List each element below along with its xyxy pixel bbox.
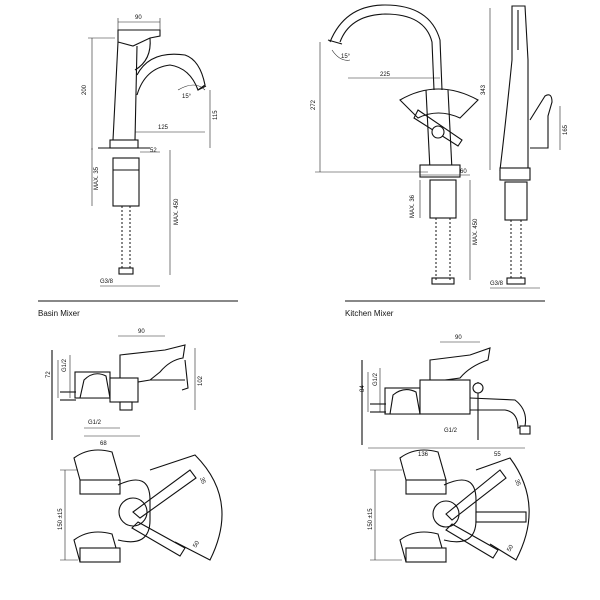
kitchen-dim-max36: MAX. 36 [410,194,416,218]
wall-right-d50: 50 [507,544,516,553]
wall-mixer-left-drawing [51,335,223,563]
wall-mixer-right-drawing [361,341,531,563]
kitchen-dim-angle: 15° [341,54,351,60]
kitchen-dim-165: 165 [563,124,569,135]
kitchen-dim-max450: MAX. 450 [473,218,479,245]
kitchen-dim-272: 272 [311,99,317,110]
basin-dim-115: 115 [213,110,219,120]
kitchen-mixer-front-drawing [315,4,479,285]
basin-mixer-drawing [88,18,211,287]
wall-left-dim-90: 90 [138,329,145,335]
wall-right-d35: 35 [513,479,521,488]
wall-right-d150: 150 ±15 [368,508,374,530]
basin-dim-52: 52 [150,148,157,154]
wall-right-d55: 55 [494,452,501,458]
kitchen-dim-343: 343 [481,84,487,95]
caption-basin-mixer: Basin Mixer [38,309,80,318]
wall-left-d102: 102 [198,375,204,386]
kitchen-thread: G3/8 [490,281,504,287]
wall-left-d68: 68 [100,441,107,447]
basin-thread: G3/8 [100,279,114,285]
wall-right-dim-90: 90 [455,335,462,341]
kitchen-dim-225: 225 [380,72,391,78]
wall-left-g12a: G1/2 [62,358,68,372]
wall-left-g12b: G1/2 [88,420,102,426]
kitchen-mixer-side-drawing [489,5,561,289]
wall-left-d150: 150 ±15 [58,508,64,530]
basin-dim-125: 125 [158,125,169,131]
wall-right-dim-84: 84 [360,385,366,392]
basin-dim-max35: MAX. 35 [94,166,100,190]
wall-right-g12b: G1/2 [444,428,458,434]
basin-dim-max450: MAX. 450 [174,198,180,225]
wall-left-d35: 35 [198,477,206,486]
wall-right-d136: 136 [418,452,429,458]
basin-dim-angle: 15° [182,94,192,100]
wall-left-dim-72: 72 [46,371,52,378]
caption-kitchen-mixer: Kitchen Mixer [345,309,394,318]
basin-dim-90: 90 [135,15,142,21]
wall-right-g12a: G1/2 [373,372,379,386]
kitchen-dim-60: 60 [460,169,467,175]
wall-left-d50: 50 [193,540,202,549]
basin-dim-200: 200 [82,84,88,95]
